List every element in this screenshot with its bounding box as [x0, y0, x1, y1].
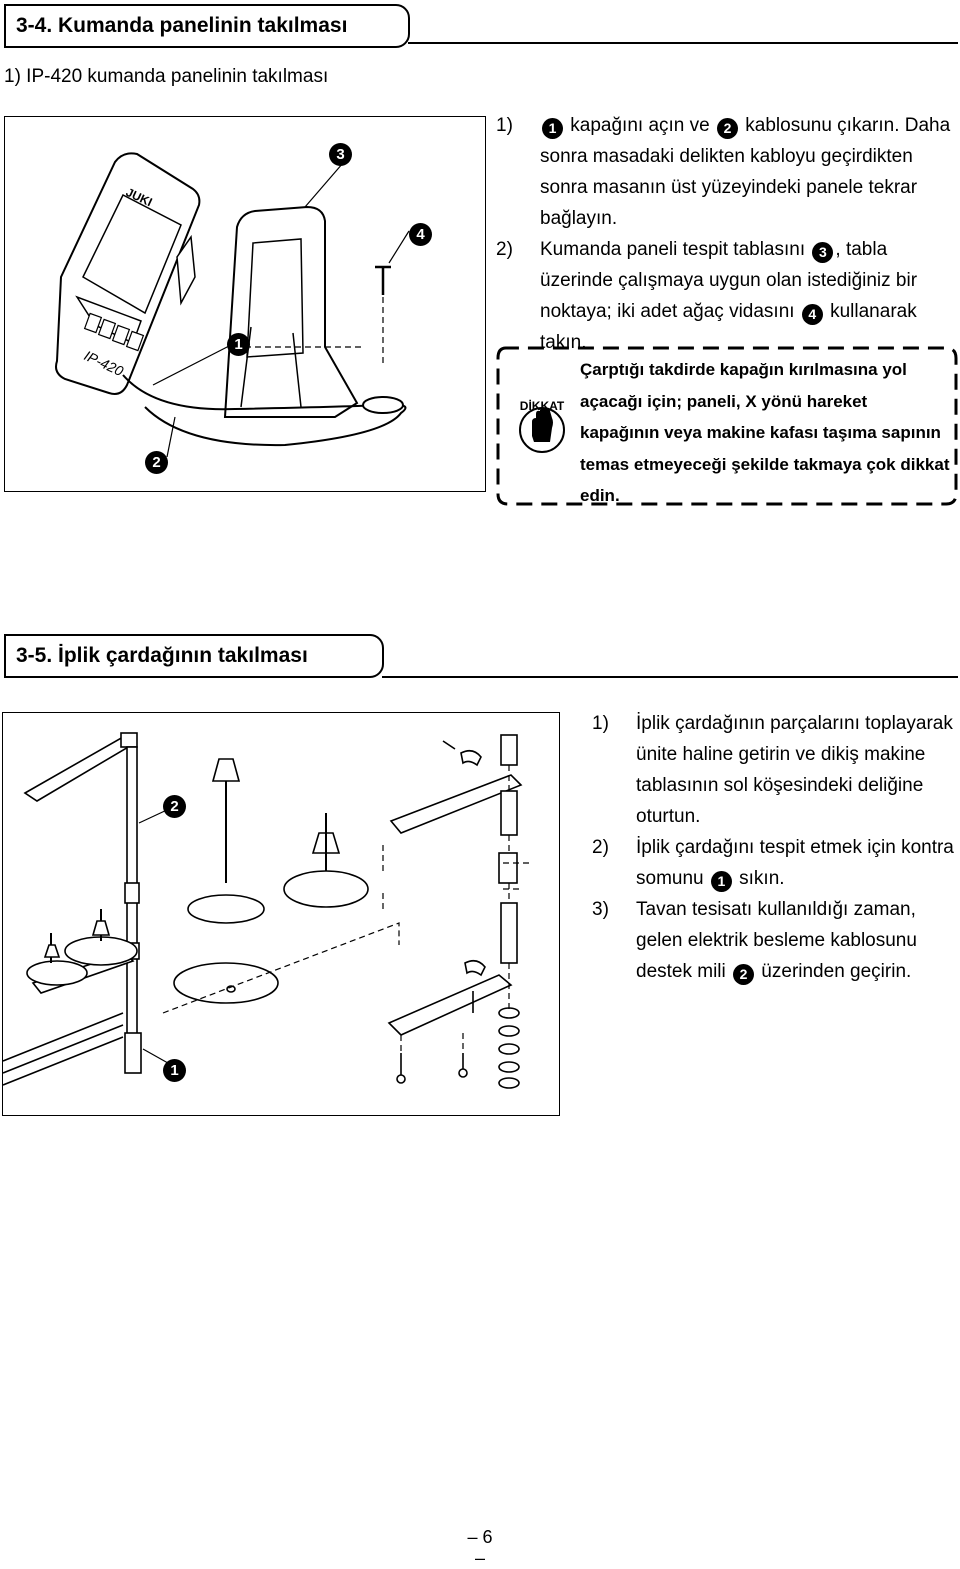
steps-list-2: 1) İplik çardağının parçalarını toplayar…: [592, 708, 958, 987]
callout-2: 2: [163, 795, 186, 818]
section-header-3-5: 3-5. İplik çardağının takılması: [4, 634, 384, 678]
step-text: İplik çardağını tespit etmek için kontra…: [636, 837, 954, 889]
step-text: İplik çardağının parçalarını toplayarak …: [636, 713, 953, 827]
callout-1: 1: [227, 333, 250, 356]
section-title: 3-5. İplik çardağının takılması: [16, 644, 308, 667]
section-header-3-4: 3-4. Kumanda panelinin takılması: [4, 4, 410, 48]
callout-2: 2: [145, 451, 168, 474]
control-panel-illustration: JUKI IP-420: [55, 152, 410, 458]
callout-3: 3: [329, 143, 352, 166]
caution-text: Çarptığı takdirde kapağın kırılmasına yo…: [580, 360, 950, 505]
thread-stand-illustration: [2, 732, 533, 1089]
circled-number: 1: [542, 118, 563, 139]
step-text: Tavan tesisatı kullanıldığı zaman, gelen…: [636, 899, 917, 982]
circled-number: 4: [801, 304, 823, 325]
caution-label: DİKKAT: [519, 399, 565, 413]
step-text: Kumanda paneli tespit tablasını: [540, 239, 811, 260]
step-item: 1) İplik çardağının parçalarını toplayar…: [592, 708, 958, 832]
circled-number: 2: [717, 118, 738, 139]
step-text: sıkın.: [733, 868, 785, 889]
circled-number: 2: [733, 964, 755, 985]
step-item: 2) Kumanda paneli tespit tablasını 3, ta…: [496, 234, 958, 358]
step-text: kullanarak takın.: [540, 301, 917, 353]
callout-4: 4: [409, 223, 432, 246]
step-text: , tabla üzerinde çalışmaya uygun olan is…: [540, 239, 918, 322]
circled-number: 1: [710, 871, 732, 892]
figure-thread-stand: 2 1: [2, 712, 560, 1116]
step-text: kapağını açın ve: [565, 115, 715, 136]
subsection-title: 1) IP-420 kumanda panelinin takılması: [4, 66, 329, 87]
page-number: – 6 –: [467, 1527, 493, 1568]
step-number: 1): [592, 713, 609, 734]
step-number: 1): [496, 115, 513, 136]
step-number: 2): [592, 837, 609, 858]
step-text: üzerinden geçirin.: [756, 961, 912, 982]
step-item: 2) İplik çardağını tespit etmek için kon…: [592, 832, 958, 894]
step-item: 1) 1 kapağını açın ve 2 kablosunu çıkarı…: [496, 110, 958, 234]
step-number: 3): [592, 899, 609, 920]
step-text: kablosunu çıkarın. Daha sonra masadaki d…: [540, 115, 951, 229]
section-title: 3-4. Kumanda panelinin takılması: [16, 14, 348, 37]
caution-box: DİKKAT Çarptığı takdirde kapağın kırılma…: [496, 344, 958, 508]
figure-control-panel: JUKI IP-420 3 4 1 2: [4, 116, 486, 492]
step-item: 3) Tavan tesisatı kullanıldığı zaman, ge…: [592, 894, 958, 987]
step-number: 2): [496, 239, 513, 260]
section-rule: [408, 42, 958, 44]
section-rule: [382, 676, 958, 678]
caution-dashed-frame: [496, 346, 958, 506]
callout-1: 1: [163, 1059, 186, 1082]
circled-number: 3: [812, 242, 834, 263]
steps-list-1: 1) 1 kapağını açın ve 2 kablosunu çıkarı…: [496, 110, 958, 358]
caution-icon: DİKKAT: [514, 396, 570, 456]
